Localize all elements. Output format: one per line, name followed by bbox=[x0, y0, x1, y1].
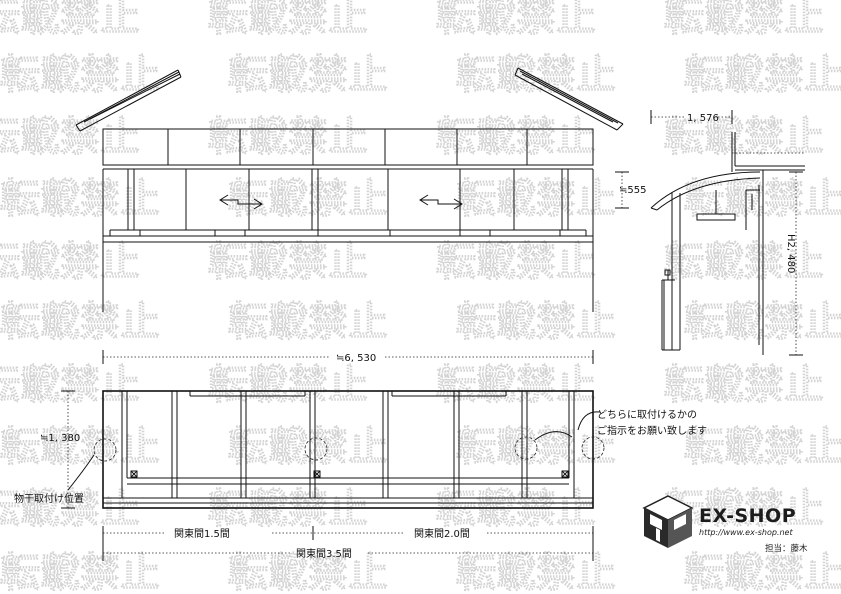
watermark-text: 転載禁止 bbox=[436, 0, 596, 40]
plan-posts bbox=[171, 391, 528, 498]
roof-slope-left bbox=[75, 69, 182, 132]
watermark-text: 転載禁止 bbox=[0, 239, 140, 285]
fixture-circle-right-a bbox=[514, 436, 538, 460]
cube-logo-icon bbox=[642, 495, 694, 548]
watermark-text: 転載禁止 bbox=[208, 362, 368, 408]
watermark-text: 転載禁止 bbox=[664, 362, 824, 408]
height-dimension: ≒1, 380 bbox=[40, 390, 80, 509]
roof-fascia-band bbox=[102, 128, 594, 170]
fixture-circle-right-b bbox=[581, 436, 605, 460]
span-dimensions: 関東間1.5間 関東間2.0間 関東間3.5間 bbox=[102, 526, 594, 561]
callout-fix-position: 物干取付け位置 bbox=[14, 454, 95, 505]
callout-fix-label: 物干取付け位置 bbox=[14, 492, 84, 505]
logo-name: EX-SHOP bbox=[699, 505, 796, 527]
watermark-text: 転載禁止 bbox=[684, 424, 841, 470]
watermark-text: 転載禁止 bbox=[0, 362, 140, 408]
span-2-label: 関東間2.0間 bbox=[414, 527, 470, 540]
watermark-text: 転載禁止 bbox=[228, 176, 388, 222]
fixture-circle-center bbox=[304, 437, 328, 461]
logo-url[interactable]: http://www.ex-shop.net bbox=[699, 528, 793, 537]
watermark-text: 転載禁止 bbox=[208, 239, 368, 285]
post-marker-right bbox=[561, 470, 569, 478]
span-1-label: 関東間1.5間 bbox=[174, 527, 230, 540]
watermark-text: 転載禁止 bbox=[456, 424, 616, 470]
height-dimension-label: ≒1, 380 bbox=[40, 433, 80, 444]
staff-label: 担当：藤木 bbox=[765, 543, 808, 554]
watermark-text: 転載禁止 bbox=[228, 550, 388, 594]
watermark-text: 転載禁止 bbox=[208, 0, 368, 40]
watermark-text: 転載禁止 bbox=[684, 550, 841, 594]
exshop-logo: EX-SHOP http://www.ex-shop.net 担当：藤木 bbox=[642, 495, 808, 554]
post-marker-left bbox=[130, 470, 138, 478]
front-elevation bbox=[75, 67, 624, 312]
side-height-label: H2, 480 bbox=[785, 234, 796, 273]
post-marker-center bbox=[313, 470, 321, 478]
watermark-text: 転載禁止 bbox=[456, 176, 616, 222]
watermark-text: 転載禁止 bbox=[208, 486, 368, 532]
note-line-1: どちらに取付けるかの bbox=[597, 408, 697, 421]
watermark-text: 転載禁止 bbox=[0, 299, 160, 345]
watermark-text: 転載禁止 bbox=[684, 299, 841, 345]
fixture-circle-left bbox=[93, 438, 117, 462]
watermark-text: 転載禁止 bbox=[228, 299, 388, 345]
side-elevation: 1, 576 ≒555 bbox=[615, 110, 805, 356]
width-dimension-label: ≒6, 530 bbox=[336, 353, 376, 364]
front-panels bbox=[102, 169, 594, 245]
watermark-text: 転載禁止 bbox=[456, 299, 616, 345]
watermark-text: 転載禁止 bbox=[436, 114, 596, 160]
depth-dimension-label: 1, 576 bbox=[687, 113, 719, 124]
watermark-text: 転載禁止 bbox=[208, 114, 368, 160]
watermark-text: 転載禁止 bbox=[664, 239, 824, 285]
watermark-text: 転載禁止 bbox=[436, 239, 596, 285]
watermark-text: 転載禁止 bbox=[0, 424, 160, 470]
watermark-text: 転載禁止 bbox=[228, 52, 388, 98]
plan-view bbox=[93, 390, 605, 509]
watermark-text: 転載禁止 bbox=[684, 52, 841, 98]
watermark-text: 転載禁止 bbox=[456, 52, 616, 98]
note-line-2: ご指示をお願い致します bbox=[597, 424, 707, 437]
width-dimension: ≒6, 530 bbox=[102, 350, 594, 364]
watermark-text: 転載禁止 bbox=[0, 52, 160, 98]
watermark-text: 転載禁止 bbox=[436, 362, 596, 408]
span-total-label: 関東間3.5間 bbox=[296, 547, 352, 560]
watermark-text: 転載禁止 bbox=[436, 486, 596, 532]
watermark-text: 転載禁止 bbox=[228, 424, 388, 470]
roof-dimension-label: ≒555 bbox=[619, 185, 646, 196]
watermark-text: 転載禁止 bbox=[684, 176, 841, 222]
watermark-text: 転載禁止 bbox=[0, 486, 140, 532]
watermark-text: 転載禁止 bbox=[0, 550, 160, 594]
sliding-arrow-right bbox=[419, 194, 463, 210]
sliding-arrow-left bbox=[219, 194, 263, 210]
watermark-text: 転載禁止 bbox=[0, 0, 140, 40]
watermark-text: 転載禁止 bbox=[664, 0, 824, 40]
callout-note: どちらに取付けるかの ご指示をお願い致します bbox=[534, 408, 707, 441]
watermark-text: 転載禁止 bbox=[456, 550, 616, 594]
watermark-text: 転載禁止 bbox=[0, 176, 160, 222]
roof-slope-right bbox=[514, 67, 624, 131]
watermark-text: 転載禁止 bbox=[0, 114, 140, 160]
